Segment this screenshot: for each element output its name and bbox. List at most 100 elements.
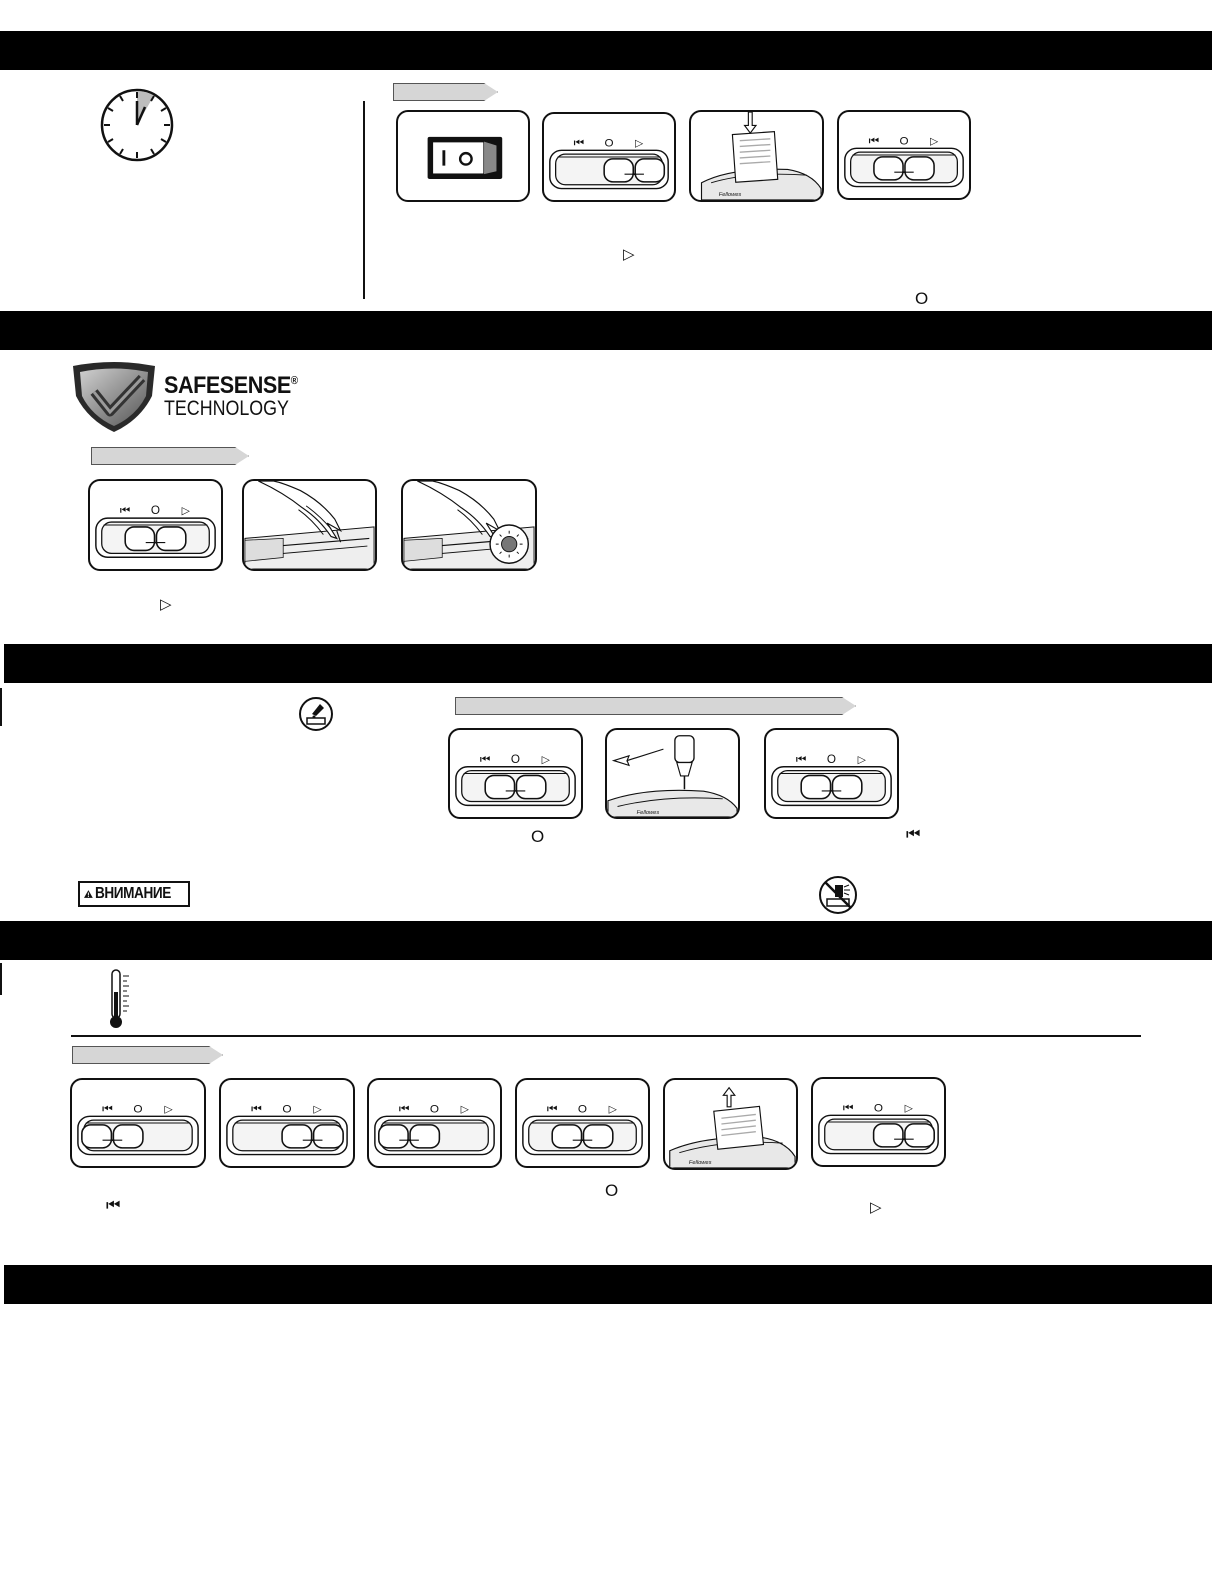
switch-housing-inner <box>101 521 210 554</box>
switch-knob-right <box>155 526 187 552</box>
switch-knob-left <box>124 526 156 552</box>
switch-knob-right <box>312 1124 344 1149</box>
switch-forward-label: ▷ <box>164 1103 173 1116</box>
switch-knob-right <box>582 1124 614 1149</box>
section-bar-2 <box>0 311 1212 350</box>
jam-step-switch-2: ⏮ O ▷ <box>219 1078 355 1168</box>
oil-drop-icon <box>298 696 334 732</box>
reverse-symbol: ⏮ <box>906 824 921 843</box>
switch-forward-label: ▷ <box>858 753 867 766</box>
step-arrow-3 <box>455 697 856 715</box>
switch-off-label: O <box>578 1104 587 1116</box>
switch-reverse-label: ⏮ <box>102 1102 113 1116</box>
switch-off-label: O <box>133 1103 142 1116</box>
forward-symbol: ▷ <box>623 245 635 263</box>
switch-forward-label: ▷ <box>930 136 939 148</box>
switch-reverse-label: ⏮ <box>574 136 585 150</box>
no-aerosol-icon <box>818 875 858 915</box>
switch-reverse-label: ⏮ <box>120 503 131 517</box>
switch-off-label: O <box>282 1103 291 1116</box>
switch-knob-left <box>873 156 904 181</box>
switch-off-label: O <box>899 136 908 148</box>
hand-near-slot-panel <box>242 479 377 571</box>
switch-forward-label: ▷ <box>609 1103 618 1116</box>
slide-switch-panel-reverse: ⏮ O ▷ <box>764 728 899 819</box>
switch-knob-right <box>409 1124 441 1149</box>
switch-knob-left <box>484 774 516 800</box>
switch-housing-inner <box>528 1119 637 1152</box>
switch-knob-right <box>112 1124 144 1149</box>
warning-badge: ВНИМАНИЕ <box>78 881 190 907</box>
switch-knob-left <box>551 1124 583 1149</box>
switch-off-label: O <box>604 138 613 150</box>
switch-knob-left <box>281 1124 313 1149</box>
switch-reverse-label: ⏮ <box>796 752 807 766</box>
switch-knob-right <box>634 158 666 183</box>
section-bar-5 <box>4 1265 1212 1304</box>
warning-label: ВНИМАНИЕ <box>94 885 171 902</box>
switch-reverse-label: ⏮ <box>547 1102 558 1116</box>
switch-forward-label: ▷ <box>313 1103 322 1116</box>
step-arrow-4 <box>72 1046 223 1064</box>
off-symbol: O <box>915 289 929 308</box>
hand-safesense-light-panel <box>401 479 537 571</box>
oil-bottle-panel: Fellowes <box>605 728 740 819</box>
margin-tick <box>0 688 2 726</box>
jam-step-switch-4: ⏮ O ▷ <box>515 1078 650 1168</box>
slide-switch-panel-safesense: ⏮ O ▷ <box>88 479 223 571</box>
switch-forward-label: ▷ <box>635 138 644 150</box>
switch-reverse-label: ⏮ <box>480 752 491 766</box>
switch-knob-right <box>904 156 935 181</box>
switch-reverse-label: ⏮ <box>843 1101 854 1115</box>
warning-triangle-icon <box>84 890 93 898</box>
logo-title: SAFESENSE® <box>164 372 298 399</box>
rocker-switch-panel <box>396 110 530 202</box>
switch-knob-left <box>800 774 832 800</box>
switch-reverse-label: ⏮ <box>251 1102 262 1116</box>
horizontal-divider <box>71 1035 1141 1037</box>
svg-text:Fellowes: Fellowes <box>719 192 742 198</box>
slide-switch-panel-after: ⏮ O ▷ <box>837 110 971 200</box>
switch-off-label: O <box>430 1104 439 1116</box>
step-arrow-1 <box>393 83 498 101</box>
reverse-symbol: ⏮ <box>106 1195 121 1214</box>
switch-forward-label: ▷ <box>542 753 551 766</box>
slide-switch-panel-off: ⏮ O ▷ <box>448 728 583 819</box>
switch-forward-label: ▷ <box>182 504 191 517</box>
section-bar-4 <box>0 921 1212 960</box>
off-symbol: O <box>605 1181 619 1200</box>
switch-off-label: O <box>511 753 520 766</box>
switch-forward-label: ▷ <box>905 1102 914 1115</box>
jam-step-switch-3: ⏮ O ▷ <box>367 1078 502 1168</box>
section-bar-3 <box>4 644 1212 683</box>
switch-forward-label: ▷ <box>461 1103 470 1116</box>
section-bar-1 <box>0 31 1212 70</box>
switch-knob-left <box>603 158 635 183</box>
svg-text:Fellowes: Fellowes <box>637 810 660 816</box>
jam-step-switch-1: ⏮ O ▷ <box>70 1078 206 1168</box>
clock-icon <box>99 87 175 163</box>
switch-knob-left <box>377 1124 409 1149</box>
switch-knob-right <box>904 1123 936 1148</box>
switch-reverse-label: ⏮ <box>399 1102 410 1116</box>
switch-housing-inner <box>461 769 570 803</box>
switch-reverse-label: ⏮ <box>869 134 880 148</box>
switch-knob-left <box>81 1124 113 1149</box>
slide-switch-panel-forward: ⏮ O ▷ <box>542 112 676 202</box>
switch-off-label: O <box>827 753 836 766</box>
margin-tick <box>0 963 2 995</box>
thermometer-icon <box>107 968 133 1030</box>
switch-knob-left <box>872 1123 904 1148</box>
svg-text:Fellowes: Fellowes <box>689 1160 712 1166</box>
jam-step-switch-6: ⏮O▷ <box>811 1077 946 1167</box>
switch-knob-right <box>515 774 547 800</box>
paper-remove-panel: Fellowes <box>663 1078 798 1170</box>
column-divider <box>363 101 365 299</box>
shield-check-icon <box>70 362 158 434</box>
off-symbol: O <box>531 827 545 846</box>
switch-housing-inner <box>777 769 886 803</box>
switch-housing-inner <box>850 151 958 184</box>
step-arrow-2 <box>91 447 249 465</box>
switch-knob-right <box>831 774 863 800</box>
switch-off-label: O <box>151 504 160 517</box>
